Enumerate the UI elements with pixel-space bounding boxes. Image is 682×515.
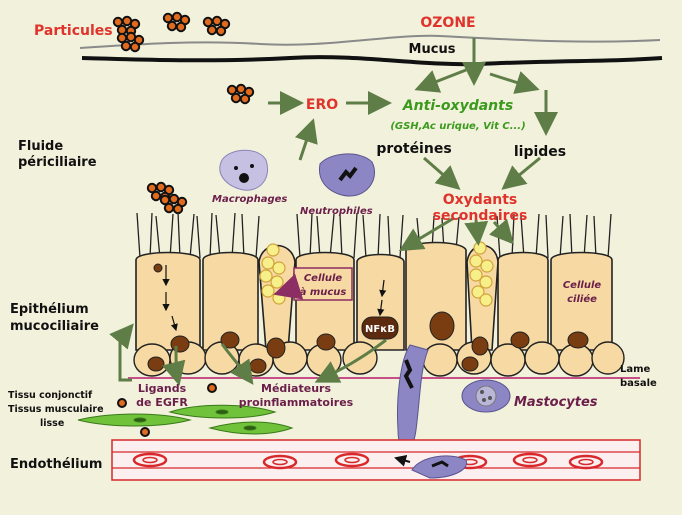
mediateurs-label-line2: proinflammatoires bbox=[239, 396, 354, 409]
smooth-muscle bbox=[77, 404, 294, 435]
proteines-label: protéines bbox=[376, 141, 451, 157]
lame-basale-line1: Lame bbox=[620, 364, 651, 375]
ozone-label: OZONE bbox=[420, 15, 475, 31]
oxydants-label-line2: secondaires bbox=[433, 208, 528, 224]
cellule-ciliee-line1: Cellule bbox=[563, 280, 602, 291]
anti-oxydants-label: Anti-oxydants bbox=[402, 98, 513, 114]
cellule-mucus-line1: Cellule bbox=[304, 273, 343, 284]
endothelium-label: Endothélium bbox=[10, 457, 102, 472]
mucus-label: Mucus bbox=[409, 42, 456, 57]
cellule-mucus-line2: à mucus bbox=[300, 286, 347, 298]
mucus-bottom-line bbox=[81, 55, 663, 67]
signal-arrows bbox=[162, 265, 387, 332]
epithelium-label-line2: mucociliaire bbox=[10, 319, 99, 334]
mediateurs-label-line1: Médiateurs bbox=[261, 382, 331, 395]
fluide-label-line2: périciliaire bbox=[18, 155, 97, 170]
macrophages-label: Macrophages bbox=[212, 194, 287, 205]
mastocytes-label: Mastocytes bbox=[514, 395, 598, 410]
migrating-neutrophil bbox=[397, 344, 429, 452]
tissu-label-line3: lisse bbox=[40, 418, 64, 429]
ligands-label-line2: de EGFR bbox=[136, 396, 188, 409]
tissu-label-line1: Tissu conjonctif bbox=[8, 390, 93, 401]
anti-oxydants-detail: (GSH,Ac urique, Vit C...) bbox=[390, 121, 525, 132]
cellule-mucus-box bbox=[293, 267, 353, 301]
tissu-label-line2: Tissus musculaire bbox=[8, 404, 104, 415]
cellule-ciliee-line2: ciliée bbox=[567, 293, 597, 305]
lipides-label: lipides bbox=[514, 144, 566, 160]
neutrophiles-label: Neutrophiles bbox=[300, 206, 373, 217]
oxydants-label-line1: Oxydants bbox=[443, 192, 518, 208]
blood-vessel bbox=[111, 439, 641, 481]
nfkb-label: NFκB bbox=[365, 324, 395, 335]
cilia bbox=[136, 211, 612, 259]
pathway-arrows bbox=[109, 38, 558, 386]
neutrophil-upper bbox=[319, 153, 375, 197]
cellule-mucus-arrow bbox=[273, 273, 304, 300]
nuclei bbox=[147, 263, 589, 374]
macrophage bbox=[219, 149, 268, 191]
particle-dots bbox=[117, 383, 217, 437]
lame-basale-line2: basale bbox=[620, 378, 657, 389]
particules-label: Particules bbox=[34, 23, 113, 39]
ligands-label-line1: Ligands bbox=[138, 382, 187, 395]
epithelium-label-line1: Epithélium bbox=[10, 302, 89, 317]
mucus-top-line bbox=[79, 34, 661, 49]
ero-label: ERO bbox=[306, 97, 338, 113]
mast-cell bbox=[461, 379, 511, 413]
fluide-label-line1: Fluide bbox=[18, 139, 63, 154]
nfkb-box bbox=[361, 316, 399, 340]
